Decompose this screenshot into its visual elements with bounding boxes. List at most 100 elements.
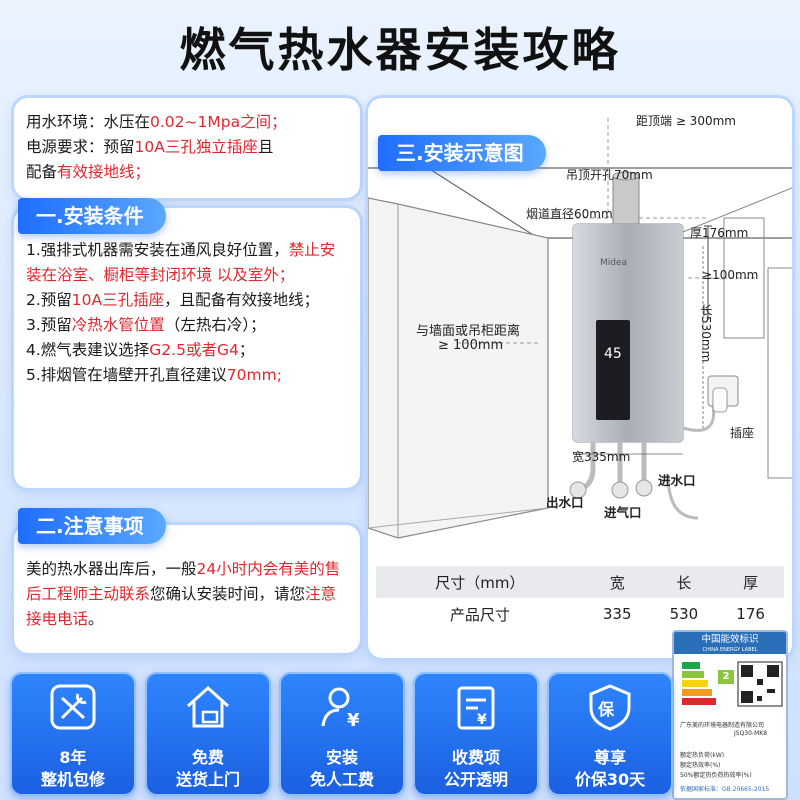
length-label: 长530mm bbox=[699, 304, 713, 363]
energy-model: JSQ30-MK8 bbox=[734, 730, 768, 737]
energy-grade-badge: 2 bbox=[718, 670, 734, 684]
energy-row-1: 额定热负荷(kW) bbox=[680, 752, 725, 759]
power-socket-value: 10A三孔独立插座 bbox=[134, 138, 258, 156]
condition-2-text: 2.预留 bbox=[26, 291, 72, 309]
install-conditions-panel: 1.强排式机器需安装在通风良好位置，禁止安装在浴室、橱柜等封闭环境 以及室外； … bbox=[14, 208, 360, 488]
spec-header-row: 尺寸（mm） 宽 长 厚 bbox=[376, 566, 784, 598]
condition-1-warning: 禁止安装在浴室、橱柜等封闭环境 以及室外； bbox=[26, 241, 336, 284]
page-title: 燃气热水器安装攻略 bbox=[179, 23, 621, 77]
spec-width-value: 335 bbox=[583, 598, 651, 630]
notes-highlight-contact: 24小时内会有美的售后工程师主动联系 bbox=[26, 560, 341, 603]
condition-item-5: 5.排烟管在墙壁开孔直径建议70mm; bbox=[26, 363, 348, 388]
feature-install-line1: 安装 bbox=[325, 748, 358, 767]
wall-gap-label-1: 与墙面或吊柜距离 bbox=[416, 324, 521, 339]
condition-4-tail: ； bbox=[238, 341, 255, 359]
spec-header-length: 长 bbox=[650, 566, 718, 598]
condition-item-1: 1.强排式机器需安装在通风良好位置，禁止安装在浴室、橱柜等封闭环境 以及室外； bbox=[26, 238, 348, 288]
diagram-heading: 三.安装示意图 bbox=[378, 135, 546, 171]
spec-header-thickness: 厚 bbox=[717, 566, 784, 598]
price-protect-icon: 保 bbox=[589, 684, 631, 731]
energy-label-header: 中国能效标识 CHINA ENERGY LABEL bbox=[674, 632, 786, 654]
notes-text: 美的热水器出库后，一般24小时内会有美的售后工程师主动联系您确认安装时间，请您注… bbox=[26, 557, 348, 632]
energy-standard: 依据国家标准：GB 20665-2015 bbox=[680, 786, 770, 793]
condition-5-text: 5.排烟管在墙壁开孔直径建议 bbox=[26, 366, 227, 384]
grounding-value: 有效接地线； bbox=[57, 163, 151, 181]
top-clearance-label: 距顶端 ≥ 300mm bbox=[636, 114, 736, 128]
repair-tools-icon bbox=[50, 684, 96, 730]
water-pressure-line: 用水环境：水压在0.02~1Mpa之间； bbox=[26, 110, 348, 135]
feature-price-protect-line1: 尊享 bbox=[593, 748, 626, 767]
install-diagram: 三.安装示意图 距顶端 ≥ 300mm 吊顶开孔70mm 烟道直径60mm 厚1… bbox=[368, 98, 792, 658]
energy-row-2: 额定热效率(%) bbox=[680, 762, 721, 769]
feature-price-protect: 保 尊享 价保30天 bbox=[547, 672, 673, 796]
svg-text:保: 保 bbox=[597, 700, 615, 719]
feature-install-line2: 免人工费 bbox=[309, 770, 374, 789]
energy-grade-bars bbox=[682, 661, 783, 707]
feature-fees-line2: 公开透明 bbox=[443, 770, 508, 789]
feature-warranty: 8年 整机包修 bbox=[10, 672, 136, 796]
condition-3-highlight: 冷热水管位置 bbox=[71, 316, 165, 334]
condition-item-4: 4.燃气表建议选择G2.5或者G4； bbox=[26, 338, 348, 363]
install-diagram-drawing bbox=[368, 118, 792, 539]
spec-row: 产品尺寸 335 530 176 bbox=[376, 598, 784, 630]
flue-diameter-label: 烟道直径60mm bbox=[526, 207, 613, 221]
svg-text:¥: ¥ bbox=[347, 710, 360, 731]
notes-highlight-phone: 注意接电电话 bbox=[26, 585, 337, 628]
feature-warranty-line1: 8年 bbox=[59, 748, 87, 767]
condition-1-text: 1.强排式机器需安装在通风良好位置， bbox=[26, 241, 289, 259]
spec-thickness-value: 176 bbox=[717, 598, 784, 630]
condition-item-2: 2.预留10A三孔插座，且配备有效接地线； bbox=[26, 288, 348, 313]
home-delivery-icon bbox=[186, 685, 230, 728]
condition-5-highlight: 70mm; bbox=[226, 366, 282, 384]
condition-4-text: 4.燃气表建议选择 bbox=[26, 341, 150, 359]
power-and: 且 bbox=[257, 138, 274, 156]
feature-warranty-line2: 整机包修 bbox=[40, 770, 105, 789]
notes-panel: 美的热水器出库后，一般24小时内会有美的售后工程师主动联系您确认安装时间，请您注… bbox=[14, 525, 360, 653]
ceiling-hole-label: 吊顶开孔70mm bbox=[566, 168, 653, 182]
brand-label: Midea bbox=[600, 258, 628, 268]
spec-length-value: 530 bbox=[650, 598, 718, 630]
display-value: 45 bbox=[604, 346, 622, 362]
notes-heading: 二.注意事项 bbox=[18, 508, 166, 544]
energy-maker: 广东美的环境电器制造有限公司 bbox=[680, 722, 765, 729]
install-conditions-heading: 一.安装条件 bbox=[18, 198, 166, 234]
condition-3-tail: （左热右冷）； bbox=[164, 316, 266, 334]
grounding-label: 配备 bbox=[26, 163, 58, 181]
condition-3-text: 3.预留 bbox=[26, 316, 72, 334]
feature-install: ¥ 安装 免人工费 bbox=[279, 672, 405, 796]
feature-delivery: 免费 送货上门 bbox=[145, 672, 271, 796]
condition-2-tail: ，且配备有效接地线； bbox=[164, 291, 320, 309]
feature-delivery-line1: 免费 bbox=[191, 748, 224, 767]
water-inlet-label: 进水口 bbox=[658, 473, 696, 488]
spec-table: 尺寸（mm） 宽 长 厚 产品尺寸 335 530 176 bbox=[376, 566, 784, 630]
gas-inlet-label: 进气口 bbox=[604, 505, 642, 520]
feature-delivery-line2: 送货上门 bbox=[175, 770, 240, 789]
notes-text-a: 美的热水器出库后，一般 bbox=[26, 560, 197, 578]
socket-label: 插座 bbox=[730, 426, 755, 440]
feature-fees: ¥ 收费项 公开透明 bbox=[413, 672, 539, 796]
water-pressure-value: 0.02~1Mpa之间； bbox=[150, 113, 287, 131]
feature-price-protect-line2: 价保30天 bbox=[574, 770, 646, 789]
grounding-line: 配备有效接地线； bbox=[26, 160, 348, 185]
energy-label-title: 中国能效标识 bbox=[701, 634, 759, 645]
spec-header-width: 宽 bbox=[583, 566, 651, 598]
svg-text:¥: ¥ bbox=[477, 712, 487, 728]
energy-row-3: 50%额定热负荷热效率(%) bbox=[680, 772, 752, 779]
notes-text-c: 。 bbox=[88, 610, 104, 628]
condition-2-highlight: 10A三孔插座 bbox=[71, 291, 165, 309]
energy-label-subtitle: CHINA ENERGY LABEL bbox=[702, 647, 758, 653]
width-label: 宽335mm bbox=[572, 450, 631, 464]
environment-requirements-panel: 用水环境：水压在0.02~1Mpa之间； 电源要求：预留10A三孔独立插座且 配… bbox=[14, 98, 360, 198]
condition-4-highlight: G2.5或者G4 bbox=[149, 341, 239, 359]
power-line: 电源要求：预留10A三孔独立插座且 bbox=[26, 135, 348, 160]
notes-text-b: 您确认安装时间，请您 bbox=[150, 585, 306, 603]
power-label: 电源要求：预留 bbox=[26, 138, 135, 156]
feature-fees-line1: 收费项 bbox=[451, 748, 500, 767]
water-outlet-label: 出水口 bbox=[546, 495, 584, 510]
install-fee-icon: ¥ bbox=[321, 687, 360, 731]
thickness-label: 厚176mm bbox=[690, 226, 749, 240]
fee-list-icon: ¥ bbox=[457, 686, 495, 730]
water-pressure-label: 用水环境：水压在 bbox=[26, 113, 151, 131]
condition-item-3: 3.预留冷热水管位置（左热右冷）； bbox=[26, 313, 348, 338]
right-gap-label: ≥100mm bbox=[702, 268, 759, 282]
